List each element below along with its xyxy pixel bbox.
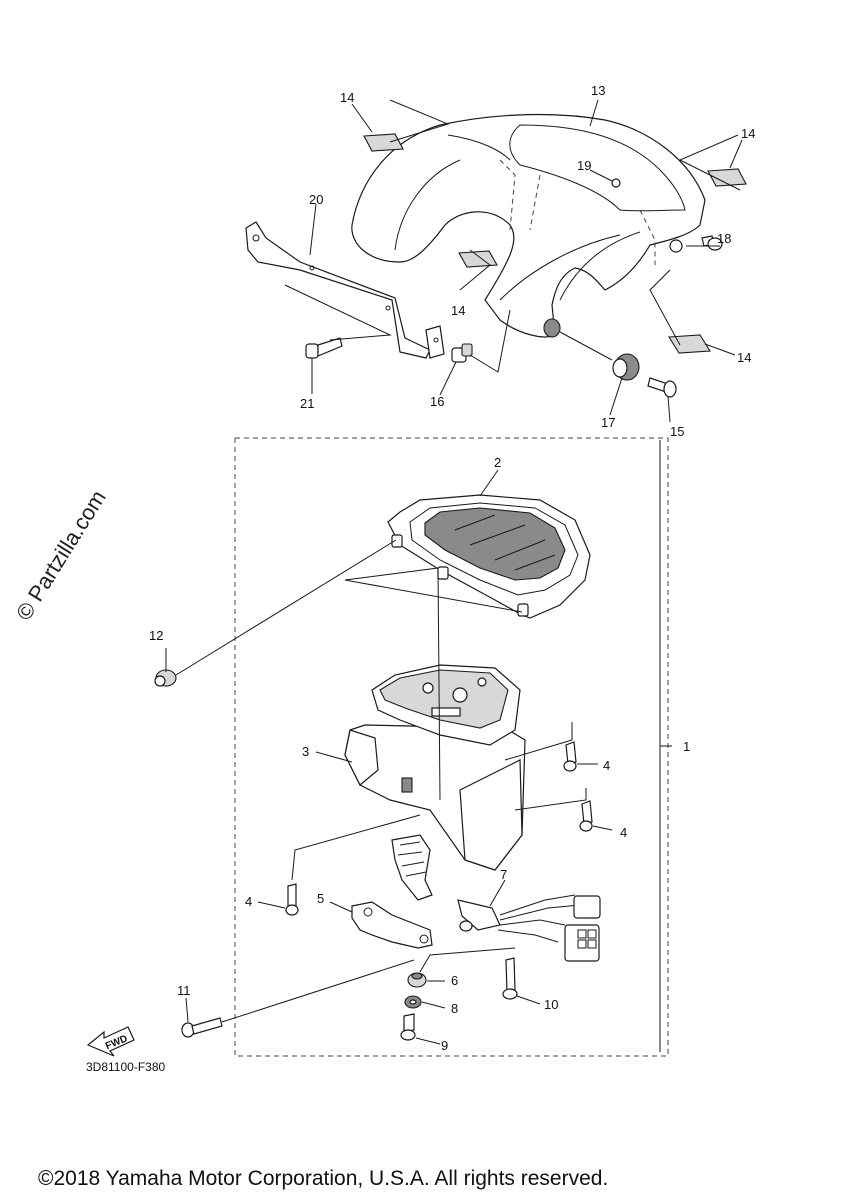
bolt-part-15 — [647, 377, 677, 398]
cushion-pad-14d — [668, 334, 711, 354]
meter-cover-part — [351, 113, 706, 338]
grommet-part-17 — [612, 353, 640, 381]
callout-19: 19 — [577, 158, 591, 173]
callout-13: 13 — [591, 83, 605, 98]
callout-3: 3 — [302, 744, 309, 759]
lower-leader-lines — [165, 440, 672, 1052]
diagram-code: 3D81100-F380 — [86, 1060, 165, 1074]
callout-6: 6 — [451, 973, 458, 988]
callout-5: 5 — [317, 891, 324, 906]
callout-14c: 14 — [451, 303, 465, 318]
callout-2: 2 — [494, 455, 501, 470]
callout-14b: 14 — [741, 126, 755, 141]
watermark-text: © Partzilla.com — [11, 486, 111, 625]
wire-harness-part-7 — [457, 894, 601, 962]
bolt-part-10 — [502, 957, 518, 1000]
callout-20: 20 — [309, 192, 323, 207]
callout-21: 21 — [300, 396, 314, 411]
upper-leader-lines — [284, 99, 743, 423]
forward-arrow-icon: FWD — [86, 1026, 135, 1057]
callout-14d: 14 — [737, 350, 751, 365]
bracket-part-5 — [351, 901, 433, 949]
callout-4c: 4 — [245, 894, 252, 909]
meter-case-top-part-2 — [387, 494, 591, 619]
wiring-bundle — [391, 834, 433, 901]
copyright-text: ©2018 Yamaha Motor Corporation, U.S.A. A… — [38, 1167, 608, 1190]
cushion-pad-14c — [458, 250, 498, 268]
bolt-part-21 — [305, 337, 343, 359]
callout-7: 7 — [500, 867, 507, 882]
callout-16: 16 — [430, 394, 444, 409]
bracket-part-20 — [245, 221, 445, 359]
callout-14a: 14 — [340, 90, 354, 105]
grommet-part-6 — [407, 972, 427, 988]
callout-17: 17 — [601, 415, 615, 430]
grommet-part-16 — [451, 343, 473, 363]
callout-10: 10 — [544, 997, 558, 1012]
meter-body-part-3 — [344, 664, 526, 871]
meter-assembly-boundary — [234, 437, 669, 1057]
callout-18: 18 — [717, 231, 731, 246]
screw-part-4c — [285, 883, 299, 916]
screw-part-4a — [563, 741, 577, 772]
bolt-part-18 — [701, 235, 723, 251]
bolt-part-11 — [181, 1017, 223, 1038]
callout-4a: 4 — [603, 758, 610, 773]
screw-part-4b — [579, 800, 593, 832]
callout-1: 1 — [683, 739, 690, 754]
callout-12: 12 — [149, 628, 163, 643]
cushion-pad-14a — [363, 133, 404, 152]
callout-4b: 4 — [620, 825, 627, 840]
callout-9: 9 — [441, 1038, 448, 1053]
callout-15: 15 — [670, 424, 684, 439]
callout-11: 11 — [177, 983, 191, 998]
bolt-part-9 — [400, 1013, 416, 1041]
sleeve-part-12 — [154, 669, 177, 687]
washer-part-8 — [404, 995, 422, 1009]
callout-8: 8 — [451, 1001, 458, 1016]
cushion-pad-14b — [707, 168, 747, 187]
